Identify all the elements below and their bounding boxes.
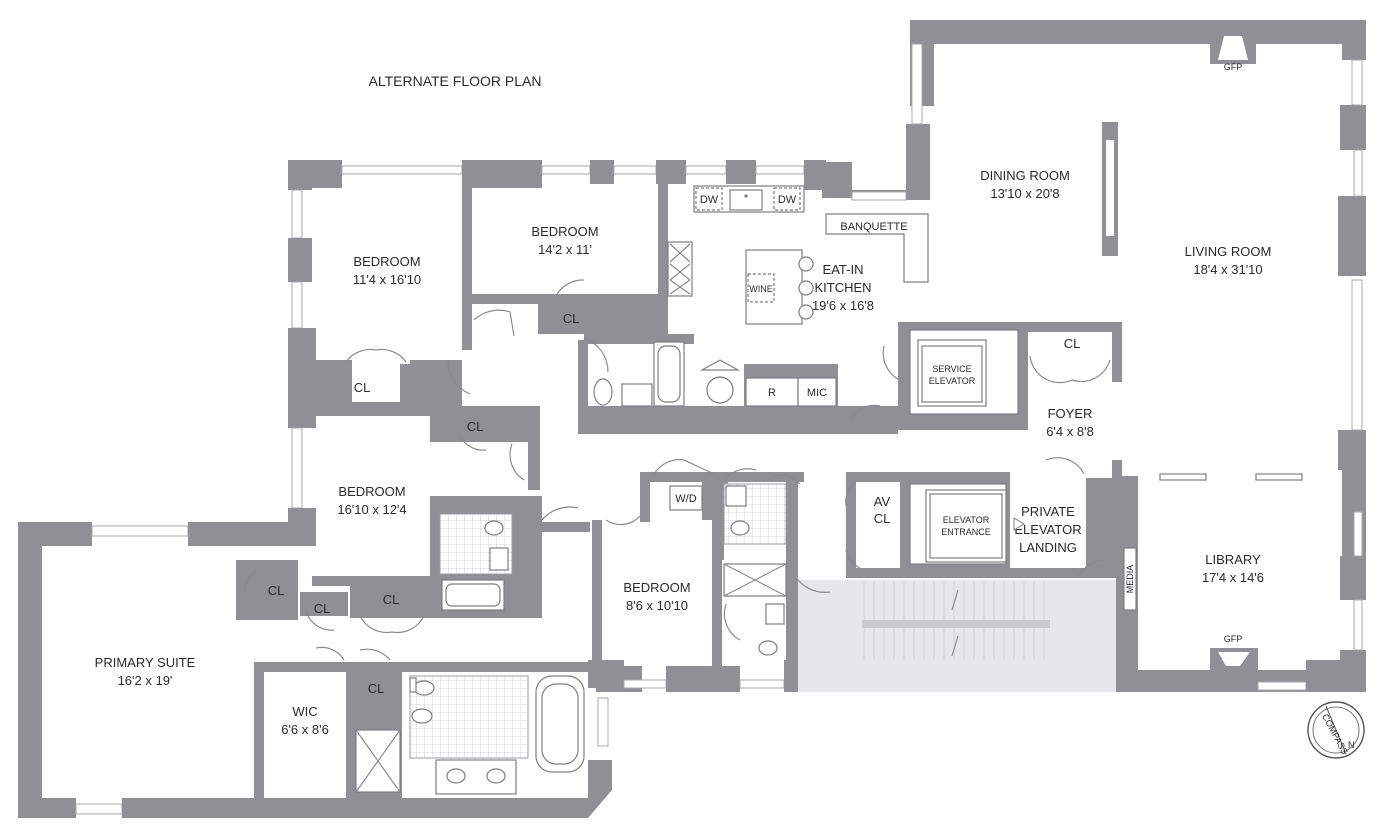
av-closet-label-2: CL — [874, 511, 891, 526]
wine-fridge-label: WINE — [749, 284, 773, 294]
service-elevator-label-2: ELEVATOR — [929, 376, 976, 386]
elevator-entrance-label-2: ENTRANCE — [941, 527, 991, 537]
living-fixtures: MEDIA GFP GFP — [1102, 62, 1303, 644]
service-elevator: SERVICE ELEVATOR — [909, 329, 1019, 415]
primary-suite-label: PRIMARY SUITE — [95, 655, 196, 670]
private-landing-label-3: LANDING — [1019, 540, 1077, 555]
closet-label: CL — [268, 583, 285, 598]
kitchen-label-2: KITCHEN — [814, 280, 871, 295]
bathroom-fixtures: W/D — [355, 483, 787, 795]
closet-label: CL — [314, 601, 331, 616]
closet-label: CL — [1064, 336, 1081, 351]
stair — [798, 580, 1116, 692]
closet-label: CL — [467, 419, 484, 434]
kitchen-label-1: EAT-IN — [823, 262, 864, 277]
microwave-label: MIC — [807, 387, 827, 399]
private-landing-label-2: ELEVATOR — [1014, 522, 1081, 537]
door-swings — [243, 279, 1111, 661]
room-labels: BEDROOM 11'4 x 16'10 BEDROOM 14'2 x 11' … — [95, 168, 1272, 737]
bedroom-3-dims: 16'10 x 12'4 — [337, 502, 406, 517]
closet-labels: CL CL CL CL CL CL CL CL AV CL — [268, 311, 1081, 696]
private-landing-label-1: PRIVATE — [1021, 504, 1075, 519]
dishwasher-label: DW — [700, 194, 719, 206]
bedroom-2-label: BEDROOM — [531, 224, 598, 239]
closet-label: CL — [383, 592, 400, 607]
wic-label: WIC — [292, 704, 317, 719]
closet-label: CL — [368, 681, 385, 696]
dining-room-label: DINING ROOM — [980, 168, 1070, 183]
fireplace-label: GFP — [1224, 62, 1243, 72]
bedroom-4-label: BEDROOM — [623, 580, 690, 595]
elevator-entrance-label-1: ELEVATOR — [943, 515, 990, 525]
closet-label: CL — [354, 380, 371, 395]
foyer-dims: 6'4 x 8'8 — [1046, 424, 1094, 439]
library-label: LIBRARY — [1205, 552, 1261, 567]
library-dims: 17'4 x 14'6 — [1202, 570, 1264, 585]
foyer-label: FOYER — [1048, 406, 1093, 421]
closet-label: CL — [563, 311, 580, 326]
kitchen-dims: 19'6 x 16'8 — [812, 298, 874, 313]
dining-room-dims: 13'10 x 20'8 — [990, 186, 1059, 201]
north-indicator: N — [1348, 740, 1355, 750]
living-room-dims: 18'4 x 31'10 — [1193, 262, 1262, 277]
washer-dryer-label: W/D — [675, 493, 696, 505]
living-room-label: LIVING ROOM — [1185, 244, 1272, 259]
compass: COMPASS N — [1307, 701, 1365, 759]
refrigerator-label: R — [768, 387, 776, 399]
private-elevator: ELEVATOR ENTRANCE — [909, 483, 1025, 565]
bedroom-1-label: BEDROOM — [353, 254, 420, 269]
wic-dims: 6'6 x 8'6 — [281, 722, 329, 737]
av-closet-label-1: AV — [874, 494, 891, 509]
bedroom-4-dims: 8'6 x 10'10 — [626, 598, 688, 613]
bedroom-2-dims: 14'2 x 11' — [538, 242, 592, 257]
service-elevator-label-1: SERVICE — [932, 364, 971, 374]
banquette-label: BANQUETTE — [840, 221, 907, 233]
fireplace-label: GFP — [1224, 634, 1243, 644]
exterior-walls — [18, 20, 1366, 818]
primary-suite-dims: 16'2 x 19' — [118, 673, 173, 688]
bedroom-1-dims: 11'4 x 16'10 — [353, 272, 421, 287]
plan-title: ALTERNATE FLOOR PLAN — [369, 73, 542, 89]
kitchen-fixtures: DW DW BANQUETTE WINE R MIC — [593, 185, 929, 407]
bedroom-3-label: BEDROOM — [338, 484, 405, 499]
media-label: MEDIA — [1125, 565, 1135, 594]
dishwasher-label: DW — [778, 194, 797, 206]
